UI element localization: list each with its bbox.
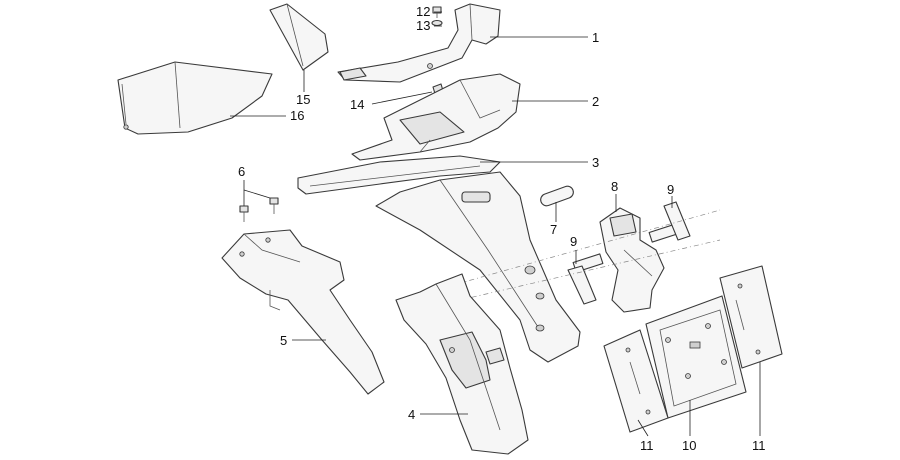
part-11-panel-right — [719, 265, 783, 369]
callout-6: 6 — [238, 164, 245, 179]
callout-14: 14 — [350, 97, 364, 112]
part-5-frame-bracket — [221, 229, 385, 395]
callout-11-left: 11 — [640, 438, 654, 453]
callout-15: 15 — [296, 92, 310, 107]
part-7-seal — [540, 185, 574, 207]
part-10-licence-plate — [645, 295, 747, 419]
callout-10: 10 — [682, 438, 696, 453]
callout-12: 12 — [416, 4, 430, 19]
callout-2: 2 — [592, 94, 599, 109]
part-16-side-cover — [117, 61, 273, 135]
leader-lines — [230, 11, 761, 437]
callout-16: 16 — [290, 108, 304, 123]
part-15-small-cover — [269, 3, 329, 71]
callout-7: 7 — [550, 222, 557, 237]
part-1-grab-rail — [337, 3, 501, 83]
part-2-rear-body — [351, 73, 521, 161]
callout-5: 5 — [280, 333, 287, 348]
part-8-plate-holder-body — [375, 171, 581, 363]
callout-4: 4 — [408, 407, 415, 422]
callout-8: 8 — [611, 179, 618, 194]
callout-1: 1 — [592, 30, 599, 45]
callout-9-right: 9 — [667, 182, 674, 197]
callout-3: 3 — [592, 155, 599, 170]
part-3-tail-cover — [297, 155, 501, 195]
callout-9-left: 9 — [570, 234, 577, 249]
part-12-screw — [432, 6, 442, 18]
part-9-gasket-left — [567, 265, 597, 305]
part-13-washer — [431, 19, 443, 27]
callout-11-right: 11 — [752, 438, 766, 453]
part-6-bolts — [239, 197, 279, 222]
part-4-mudguard — [395, 273, 529, 455]
callout-13: 13 — [416, 18, 430, 33]
part-11-panel-left — [603, 329, 669, 433]
